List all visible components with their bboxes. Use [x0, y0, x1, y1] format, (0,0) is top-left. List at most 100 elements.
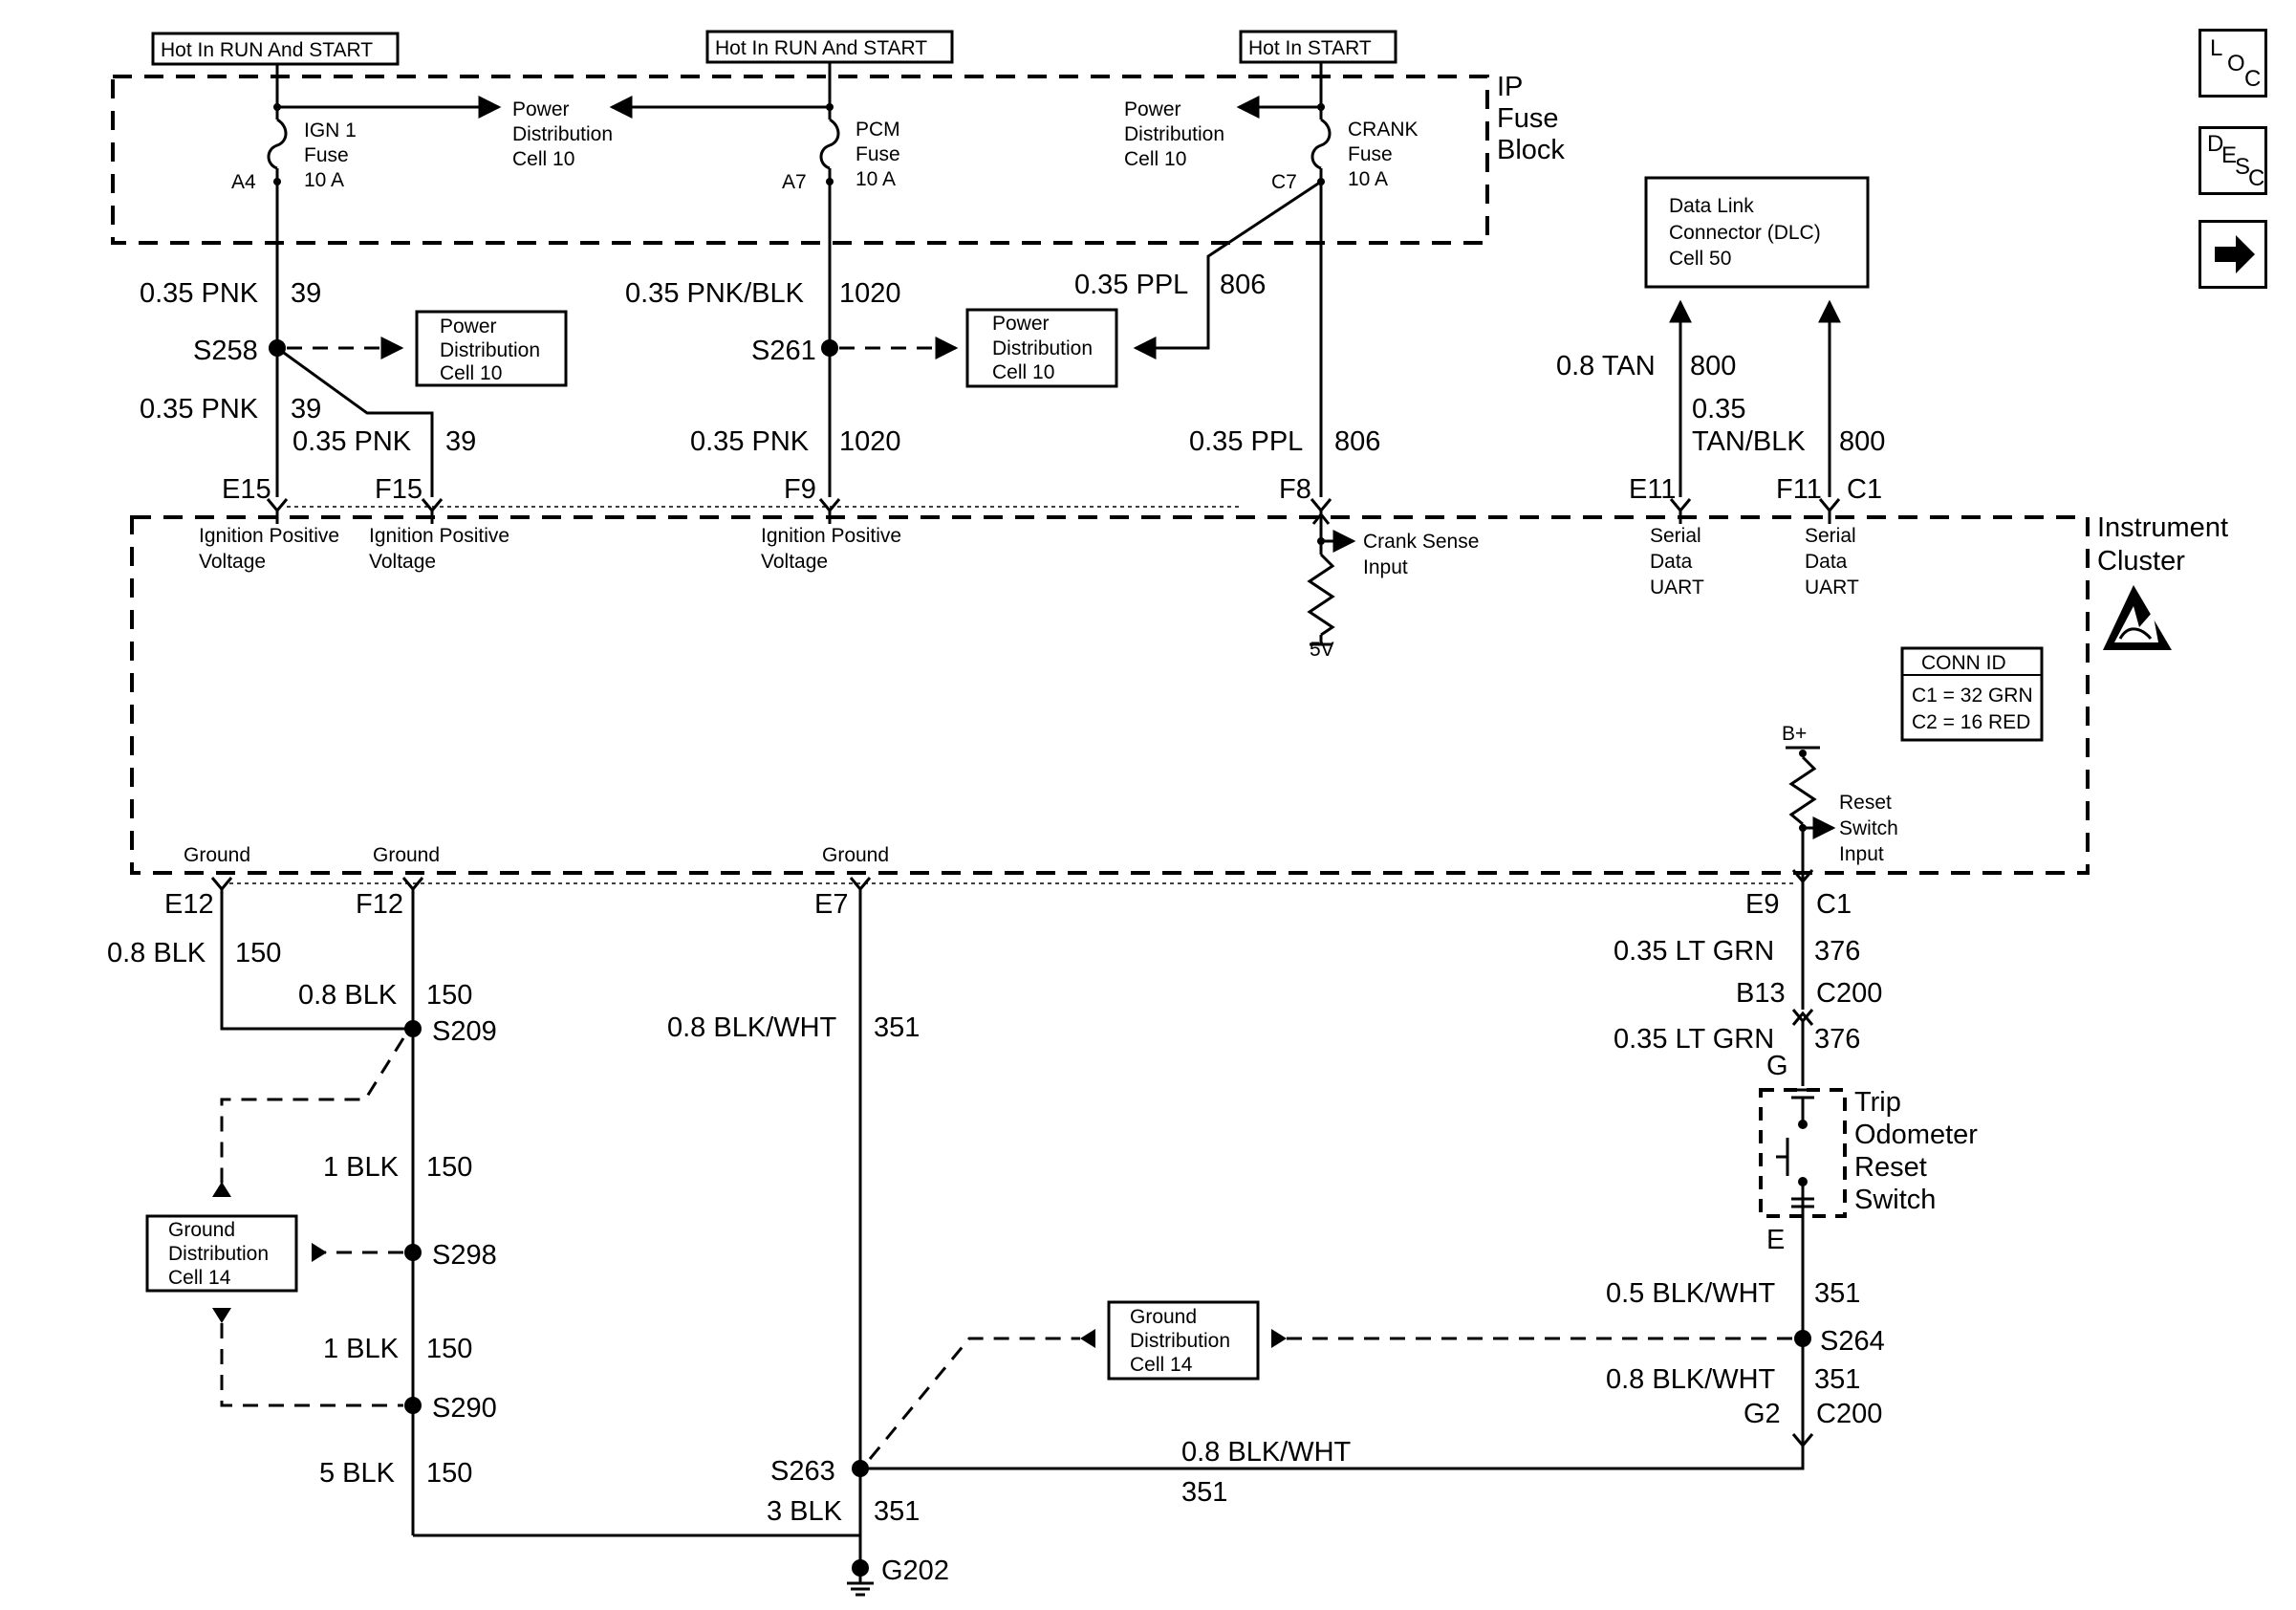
power-dist-box-1[interactable]: Power Distribution Cell 10 [415, 310, 568, 387]
pcm-fuse-name-2: Fuse [856, 143, 900, 165]
wire-e-color: 0.5 BLK/WHT [1606, 1278, 1776, 1309]
connector-marks-upper [266, 498, 1841, 513]
ground-dist-box-2-line2: Distribution [1130, 1330, 1230, 1352]
splice-s290-label: S290 [432, 1393, 497, 1424]
wire-e9-color: 0.35 LT GRN [1614, 936, 1774, 967]
splice-s290 [404, 1397, 422, 1414]
power-dist-box-2-line1: Power [992, 313, 1050, 335]
conn-id-title: CONN ID [1921, 652, 2006, 674]
ip-fuse-block-boundary [111, 75, 1489, 245]
wire-e7-color: 0.8 BLK/WHT [667, 1012, 837, 1043]
ground-dist-box-1[interactable]: Ground Distribution Cell 14 [145, 1214, 298, 1293]
loc-letter-l: L [2210, 35, 2223, 61]
esd-sensitive-icon [2103, 585, 2172, 650]
crank-resistor-symbol [1307, 553, 1335, 637]
wire-s258-above-num: 39 [291, 278, 321, 309]
wire-f12-num: 150 [426, 980, 472, 1011]
desc-letter-d: D [2207, 131, 2224, 157]
next-button[interactable] [2199, 220, 2267, 289]
splice-s261 [821, 339, 838, 357]
ground-g202-label: G202 [881, 1556, 949, 1586]
crank-fuse-symbol [1310, 118, 1332, 170]
splice-s298-label: S298 [432, 1240, 497, 1271]
ground-f12-label: Ground [373, 844, 440, 866]
power-dist-top-1b: Distribution [512, 123, 613, 145]
reset-input-line2: Switch [1839, 817, 1898, 839]
pin-e: E [1766, 1225, 1785, 1255]
header-hot-run-start-2: Hot In RUN And START [705, 30, 954, 64]
ip-fuse-block-label-1: IP [1497, 72, 1523, 102]
dlc-box[interactable]: Data Link Connector (DLC) Cell 50 [1644, 176, 1870, 289]
ipv-f9-line1: Ignition Positive [761, 525, 901, 547]
splice-s209-label: S209 [432, 1016, 497, 1047]
pin-f15: F15 [375, 474, 422, 505]
wire-e15-color: 0.35 PNK [140, 394, 259, 424]
pin-f9: F9 [784, 474, 816, 505]
conn-id-c2: C2 = 16 RED [1912, 711, 2030, 733]
ign1-fuse-name-2: Fuse [304, 144, 349, 166]
serial-e11-line2: Data [1650, 551, 1693, 573]
wire-f15-num: 39 [445, 426, 476, 457]
wire-e7-num: 351 [874, 1012, 920, 1043]
trip-odometer-reset-switch [1759, 1088, 1847, 1218]
ipv-f15-line1: Ignition Positive [369, 525, 509, 547]
ground-e7-label: Ground [822, 844, 889, 866]
loc-button[interactable]: L O C [2199, 29, 2267, 98]
power-dist-top-1: Power [512, 98, 570, 120]
pin-f8: F8 [1279, 474, 1311, 505]
ign1-fuse-name: IGN 1 [304, 120, 357, 141]
desc-button[interactable]: D E S C [2199, 126, 2267, 195]
pin-e12: E12 [164, 889, 214, 920]
serial-e11-line3: UART [1650, 577, 1704, 598]
splice-s258-label: S258 [193, 336, 258, 366]
ipv-f15-line2: Voltage [369, 551, 436, 573]
splice-s298 [404, 1244, 422, 1261]
ip-fuse-block-label-3: Block [1497, 135, 1565, 165]
splice-s264-label: S264 [1820, 1326, 1885, 1357]
wire-s209-s298-color: 1 BLK [323, 1152, 400, 1183]
crank-fuse-name-2: Fuse [1348, 143, 1393, 165]
trip-switch-line2: Odometer [1854, 1120, 1978, 1150]
instrument-cluster-label-2: Cluster [2097, 546, 2185, 577]
ground-dist-box-1-line1: Ground [168, 1219, 235, 1241]
pin-f11: F11 [1776, 474, 1822, 505]
wire-f9-color: 0.35 PNK [690, 426, 810, 457]
power-dist-box-2-line3: Cell 10 [992, 361, 1054, 383]
desc-letter-c: C [2248, 165, 2265, 191]
crank-5v: 5V [1310, 639, 1334, 661]
pcm-fuse-symbol [819, 118, 840, 170]
header-hot-start: Hot In START [1239, 30, 1397, 64]
splice-s261-label: S261 [751, 336, 816, 366]
wire-s263-g202-color: 3 BLK [767, 1496, 843, 1527]
pin-e9: E9 [1745, 889, 1779, 920]
wire-s264-color: 0.8 BLK/WHT [1606, 1364, 1776, 1395]
ground-g202-node [852, 1559, 869, 1577]
conn-id-c1: C1 = 32 GRN [1912, 685, 2033, 707]
ground-symbol-icon [847, 1576, 874, 1597]
wire-f8-color: 0.35 PPL [1189, 426, 1303, 457]
wire-s258-above-color: 0.35 PNK [140, 278, 259, 309]
wire-e12-color: 0.8 BLK [107, 938, 206, 968]
crank-sense-line1: Crank Sense [1363, 531, 1479, 553]
wire-s263-s264-color: 0.8 BLK/WHT [1181, 1437, 1352, 1468]
pin-e15: E15 [222, 474, 271, 505]
pin-c1-top: C1 [1847, 474, 1882, 505]
wire-ppl-branch-num: 806 [1220, 270, 1266, 300]
ign1-fuse-symbol [267, 118, 288, 170]
serial-e11-line1: Serial [1650, 525, 1701, 547]
crank-fuse-name: CRANK [1348, 119, 1419, 141]
crank-fuse-rating: 10 A [1348, 168, 1388, 190]
power-dist-top-2: Power [1124, 98, 1181, 120]
wire-f15-color: 0.35 PNK [292, 426, 412, 457]
power-dist-box-1-line3: Cell 10 [440, 362, 502, 384]
wire-e11-num: 800 [1690, 351, 1736, 381]
wire-f11-color-1: 0.35 [1692, 394, 1745, 424]
ipv-e15-line2: Voltage [199, 551, 266, 573]
power-dist-box-2[interactable]: Power Distribution Cell 10 [965, 308, 1118, 388]
ground-dist-box-1-line3: Cell 14 [168, 1267, 231, 1289]
ground-dist-box-2[interactable]: Ground Distribution Cell 14 [1107, 1300, 1260, 1381]
wire-s264-num: 351 [1814, 1364, 1860, 1395]
wire-b13-color: 0.35 LT GRN [1614, 1024, 1774, 1055]
instrument-cluster-label-1: Instrument [2097, 512, 2228, 543]
